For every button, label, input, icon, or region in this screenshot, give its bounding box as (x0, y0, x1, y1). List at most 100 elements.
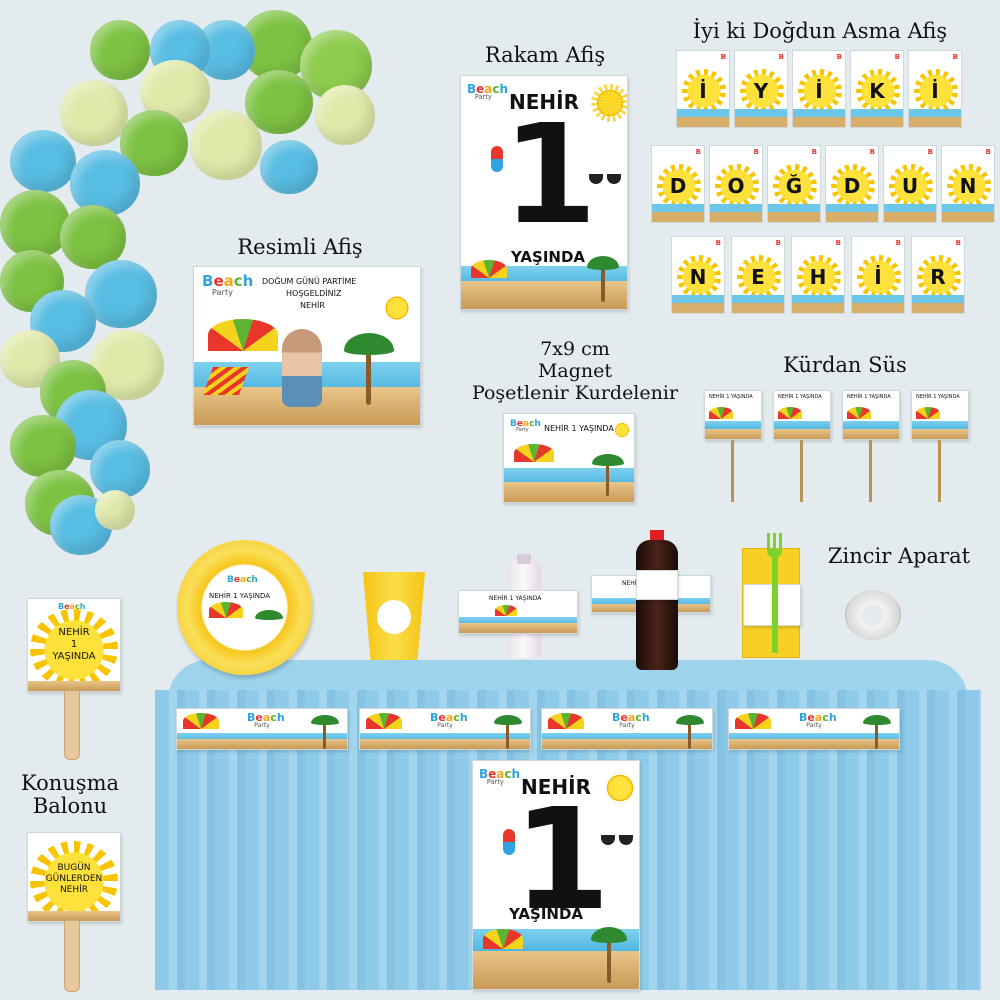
banner-letter: İ (815, 79, 823, 103)
water-bottle-label: NEHİR 1 YAŞINDA (458, 590, 578, 634)
toothpick-text: NEHİR 1 YAŞINDA (847, 394, 891, 400)
palm-leaf (863, 715, 891, 725)
plate-text: NEHİR 1 YAŞINDA (209, 592, 271, 600)
sea (768, 204, 820, 214)
palm-leaf (592, 454, 624, 466)
banner-letter: İ (699, 79, 707, 103)
banner-letter: K (869, 79, 885, 103)
sign-handle (64, 690, 80, 760)
banner-letter: N (959, 174, 977, 198)
sand (459, 623, 577, 633)
banner-letter: D (843, 174, 861, 198)
sea (710, 204, 762, 214)
umbrella-icon (208, 319, 278, 351)
toothpick-flag: NEHİR 1 YAŞINDA (911, 390, 969, 440)
caption-magnet-size: 7x9 cm (540, 338, 610, 360)
sea (729, 733, 899, 741)
sand (672, 303, 724, 313)
fork-icon (767, 533, 783, 653)
palm-tree-icon (875, 721, 878, 749)
bottle-cap (650, 530, 664, 540)
umbrella-icon (847, 407, 871, 419)
sign-line-3: YAŞINDA (52, 651, 96, 662)
caption-rakam-afis: Rakam Afiş (484, 43, 606, 67)
sea (735, 109, 787, 119)
sea (793, 109, 845, 119)
sea (504, 468, 634, 484)
sun-icon (737, 255, 781, 299)
sun-icon (856, 69, 900, 113)
palm-tree-icon (506, 721, 509, 749)
toothpick-text: NEHİR 1 YAŞINDA (778, 394, 822, 400)
sand (774, 429, 830, 439)
sea (652, 204, 704, 214)
palm-tree-icon (607, 937, 611, 983)
sea (852, 295, 904, 305)
sun-icon (657, 164, 701, 208)
banner-letter: R (930, 265, 946, 289)
sand (793, 117, 845, 127)
poster-age-text: YAŞINDA (509, 905, 584, 923)
toothpick-stick (938, 440, 941, 502)
sun-icon (605, 773, 635, 803)
party-plate: Beach NEHİR 1 YAŞINDA (177, 540, 312, 675)
sand (652, 212, 704, 222)
balloon-garland (0, 0, 390, 580)
caption-balonu: Balonu (32, 794, 108, 818)
banner-letter: N (689, 265, 707, 289)
beach-party-logo: B (836, 53, 842, 61)
sea (542, 733, 712, 741)
balloon (90, 440, 150, 498)
parrot-icon (491, 146, 503, 172)
balloon (10, 130, 76, 192)
sand (912, 429, 968, 439)
party-cup (363, 572, 425, 660)
poster-name: NEHİR (509, 90, 579, 114)
sand (792, 303, 844, 313)
tape-roll-icon (845, 590, 901, 640)
sun-icon (917, 255, 961, 299)
parrot-icon (503, 829, 515, 855)
caption-asma-afis: İyi ki Doğdun Asma Afiş (692, 19, 948, 43)
toothpick-flag: NEHİR 1 YAŞINDA (704, 390, 762, 440)
balloon (245, 70, 313, 134)
sand (732, 303, 784, 313)
umbrella-icon (183, 713, 219, 729)
umbrella-icon (916, 407, 940, 419)
sea (912, 295, 964, 305)
caption-kurdan-sus: Kürdan Süs (783, 353, 907, 377)
napkin-set (742, 533, 801, 658)
umbrella-icon (209, 602, 243, 618)
palm-leaf (587, 256, 619, 270)
umbrella-icon (366, 713, 402, 729)
resimli-poster: Beach Party DOĞUM GÜNÜ PARTİME HOŞGELDİN… (193, 266, 421, 426)
magnet-text: NEHİR 1 YAŞINDA (544, 424, 614, 433)
sun-icon (831, 164, 875, 208)
toothpick-stick (800, 440, 803, 502)
banner-letter: İ (874, 265, 882, 289)
caption-resimli-afis: Resimli Afiş (237, 235, 363, 259)
sand (768, 212, 820, 222)
balloon (90, 20, 150, 80)
sea (177, 733, 347, 741)
balloon (10, 415, 76, 477)
beach-party-logo: Beach (58, 602, 86, 611)
beach-party-logo: Beach Party (202, 272, 254, 297)
beach-party-logo: B (952, 53, 958, 61)
sea (792, 295, 844, 305)
rakam-poster: Beach Party NEHİR 1 YAŞINDA (460, 75, 628, 310)
sun-icon (682, 69, 726, 113)
sea (672, 295, 724, 305)
beach-party-logo: B (955, 239, 961, 247)
banner-letter: Y (753, 79, 769, 103)
